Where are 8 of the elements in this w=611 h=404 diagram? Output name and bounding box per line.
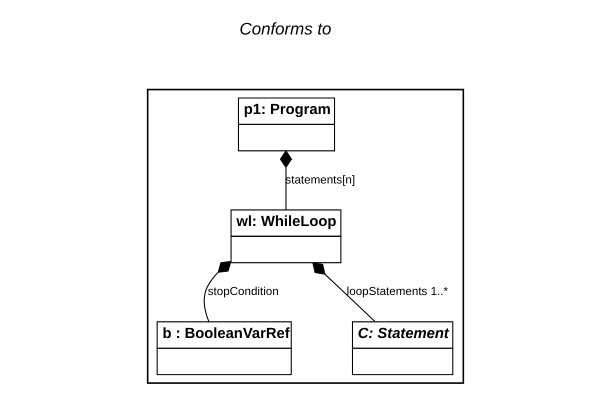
edge-label: stopCondition: [208, 285, 279, 298]
cluster: [146, 88, 464, 384]
connector: [280, 150, 292, 210]
connector: [204, 260, 232, 322]
label: Conforms to: [240, 19, 332, 38]
connector: [312, 262, 376, 322]
edge-label: loopStatements 1..*: [346, 285, 448, 298]
edge-label: statements[n]: [285, 173, 356, 186]
